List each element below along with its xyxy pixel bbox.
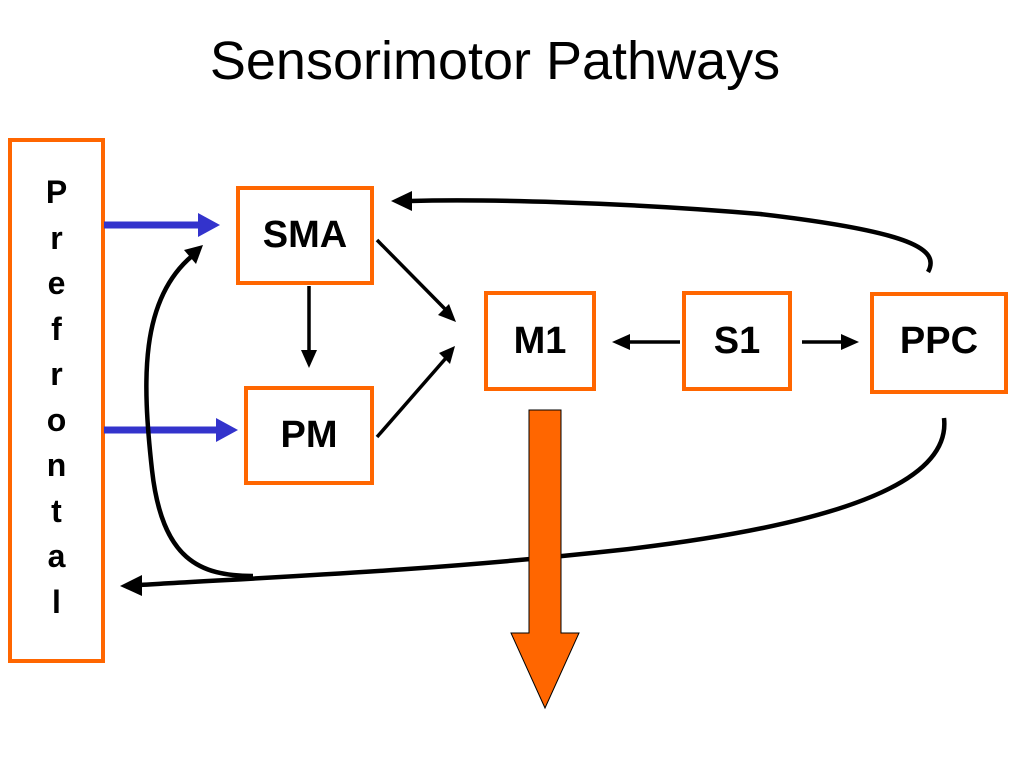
prefrontal-to-pm-arrow <box>104 418 238 442</box>
pm-to-m1-arrow <box>375 346 455 439</box>
prefrontal-letter: t <box>51 492 62 529</box>
diagram-title: Sensorimotor Pathways <box>209 31 781 91</box>
m1-box: M1 <box>484 291 596 391</box>
prefrontal-label: P r e f r o n t a l <box>12 170 101 625</box>
prefrontal-letter: l <box>52 583 61 620</box>
prefrontal-box: P r e f r o n t a l <box>8 138 105 663</box>
m1-label: M1 <box>513 319 567 362</box>
prefrontal-to-sma-arrow <box>104 213 220 237</box>
s1-box: S1 <box>682 291 792 391</box>
sma-label: SMA <box>262 214 348 256</box>
prefrontal-to-sma-loop-arrow <box>144 245 254 579</box>
sma-box: SMA <box>236 186 374 285</box>
prefrontal-letter: o <box>46 401 67 438</box>
sma-to-pm-arrow <box>301 286 317 368</box>
s1-label: S1 <box>713 319 761 362</box>
prefrontal-letter: f <box>51 310 62 347</box>
ppc-label: PPC <box>899 320 979 362</box>
s1-to-ppc-arrow <box>802 334 859 350</box>
prefrontal-letter: a <box>47 538 66 574</box>
prefrontal-letter: n <box>46 447 67 483</box>
prefrontal-letter: r <box>50 356 63 392</box>
s1-to-m1-arrow <box>612 334 680 350</box>
sma-to-m1-arrow <box>375 238 456 322</box>
m1-output-arrow <box>510 409 580 710</box>
ppc-box: PPC <box>870 292 1008 394</box>
prefrontal-letter: e <box>47 265 66 301</box>
prefrontal-letter: r <box>50 219 63 256</box>
pm-label: PM <box>280 414 338 456</box>
ppc-to-sma-arrow <box>391 191 933 274</box>
ppc-to-prefrontal-arrow <box>120 417 947 596</box>
prefrontal-letter: P <box>45 174 68 210</box>
pm-box: PM <box>244 386 374 485</box>
